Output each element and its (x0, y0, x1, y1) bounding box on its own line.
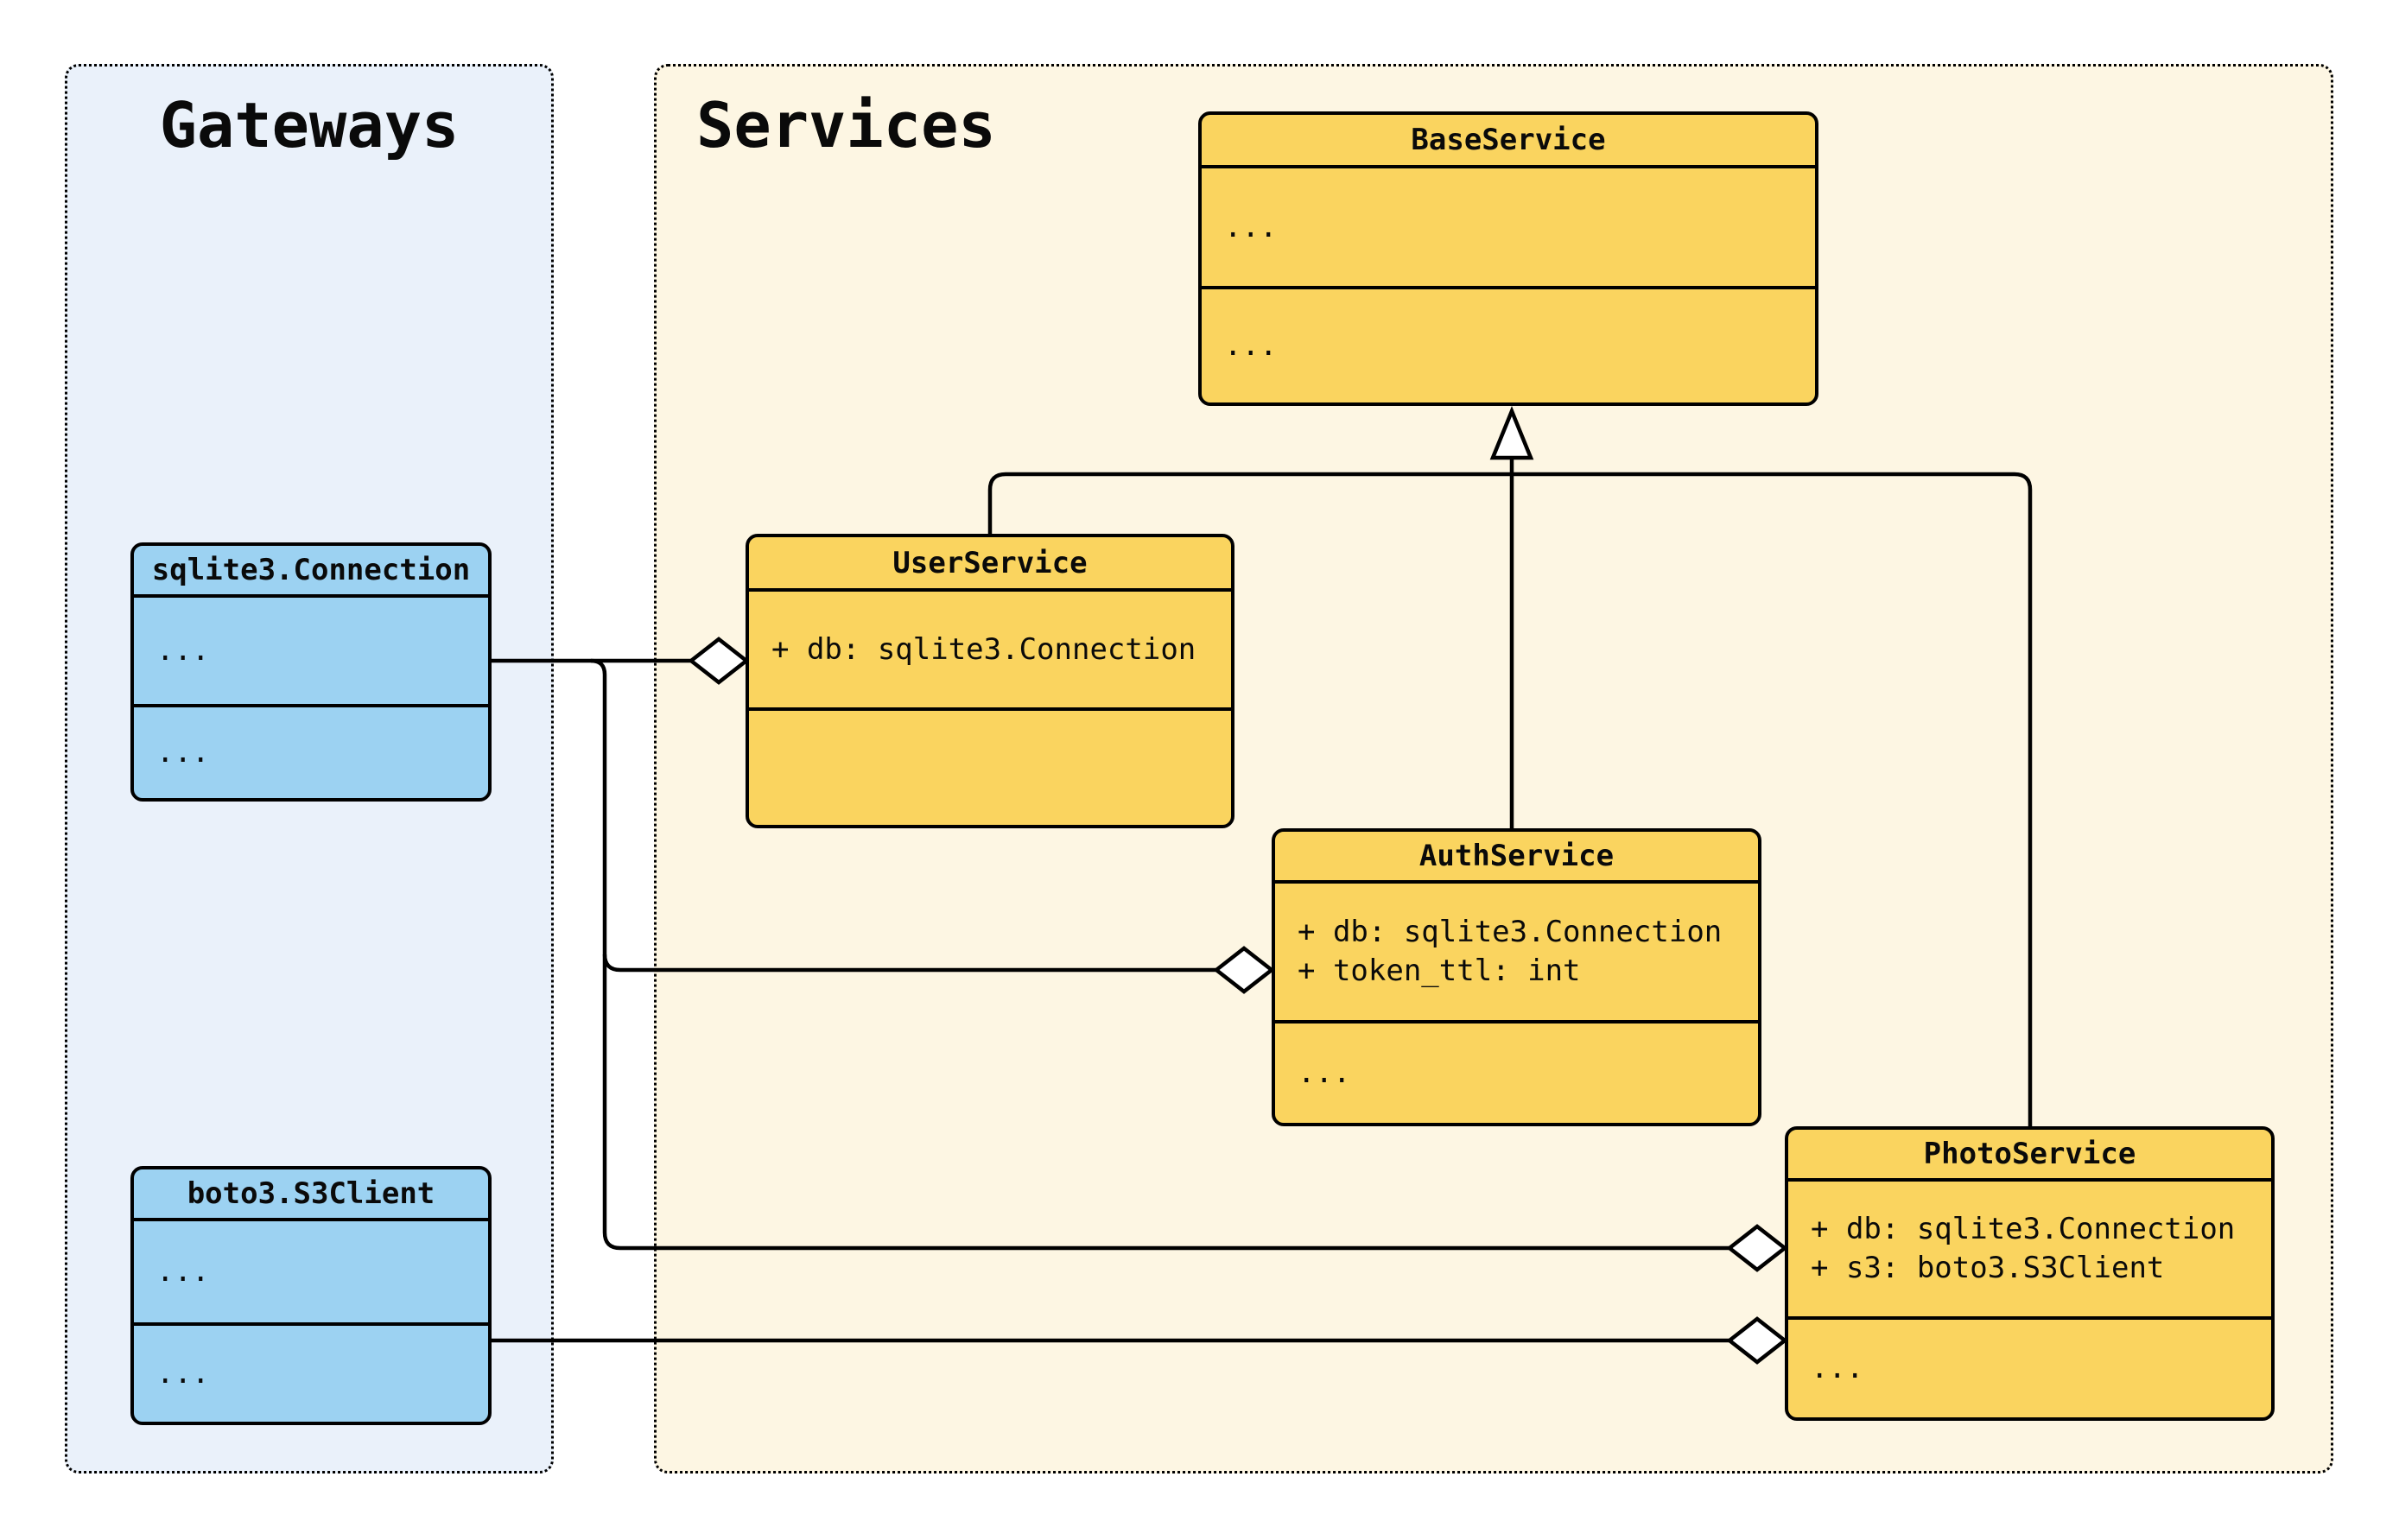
class-method: ... (1224, 328, 1278, 363)
class-attribute: ... (156, 1254, 210, 1289)
class-attribute: + s3: boto3.S3Client (1811, 1251, 2165, 1285)
class-method: ... (156, 735, 210, 770)
methods-compartment: ... (1275, 1023, 1758, 1123)
class-attribute: ... (1224, 209, 1278, 244)
class-title: boto3.S3Client (134, 1169, 488, 1221)
attributes-compartment: ... (134, 1221, 488, 1326)
attributes-compartment: + db: sqlite3.Connection (749, 592, 1231, 711)
class-boto3-s3client: boto3.S3Client ... ... (130, 1166, 492, 1425)
class-sqlite3-connection: sqlite3.Connection ... ... (130, 542, 492, 802)
class-photoservice: PhotoService + db: sqlite3.Connection + … (1785, 1126, 2275, 1421)
attributes-compartment: ... (1202, 168, 1815, 289)
class-baseservice: BaseService ... ... (1198, 111, 1818, 406)
methods-compartment: ... (134, 1326, 488, 1422)
class-method: ... (1298, 1055, 1351, 1090)
class-title: sqlite3.Connection (134, 546, 488, 598)
class-method: ... (156, 1356, 210, 1391)
methods-compartment: ... (134, 707, 488, 798)
methods-compartment (749, 711, 1231, 825)
methods-compartment: ... (1788, 1320, 2271, 1417)
class-attribute: + db: sqlite3.Connection (771, 631, 1196, 667)
class-title: AuthService (1275, 832, 1758, 884)
class-authservice: AuthService + db: sqlite3.Connection + t… (1272, 828, 1761, 1126)
class-attribute: ... (156, 633, 210, 668)
class-attribute: + db: sqlite3.Connection (1298, 915, 1723, 949)
class-title: BaseService (1202, 115, 1815, 168)
attributes-compartment: + db: sqlite3.Connection + s3: boto3.S3C… (1788, 1182, 2271, 1320)
class-userservice: UserService + db: sqlite3.Connection (746, 534, 1234, 828)
class-title: UserService (749, 537, 1231, 592)
attributes-compartment: + db: sqlite3.Connection + token_ttl: in… (1275, 884, 1758, 1023)
attributes-compartment: ... (134, 598, 488, 707)
methods-compartment: ... (1202, 289, 1815, 402)
class-method: ... (1811, 1351, 1864, 1385)
class-attribute: + token_ttl: int (1298, 954, 1581, 988)
services-label: Services (696, 89, 996, 162)
class-attribute: + db: sqlite3.Connection (1811, 1212, 2236, 1246)
class-title: PhotoService (1788, 1130, 2271, 1182)
gateways-label: Gateways (159, 89, 460, 162)
